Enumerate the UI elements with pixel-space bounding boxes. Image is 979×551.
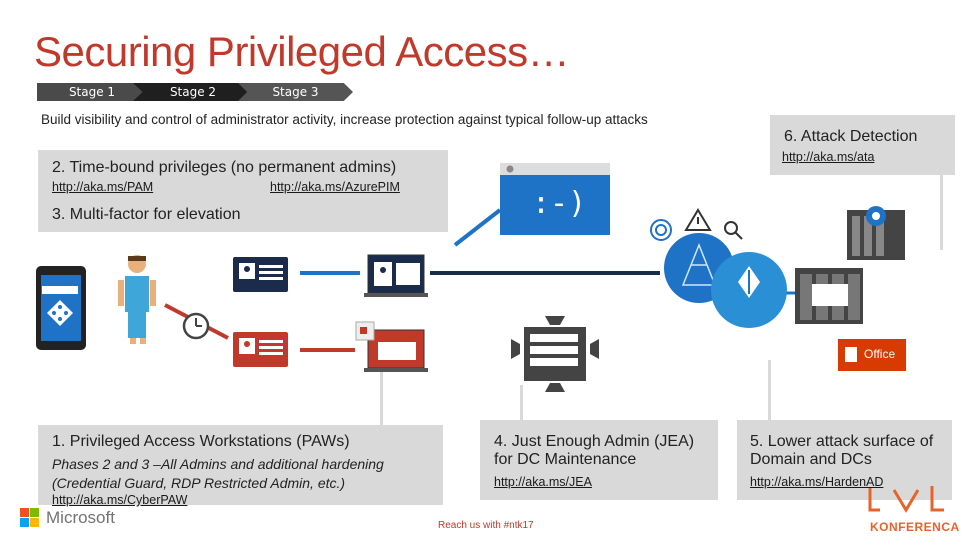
admin-person-icon [118,255,156,344]
box-paws [38,425,443,505]
jea-heading: 4. Just Enough Admin (JEA) for DC Mainte… [494,433,695,468]
time-bound-heading: 2. Time-bound privileges (no permanent a… [52,159,397,176]
ata-link[interactable]: http://aka.ms/ata [782,150,875,164]
attack-detection-heading: 6. Attack Detection [784,128,918,145]
connector-line [940,170,943,250]
office-label: Office [864,347,896,361]
box-attack-detection [770,115,955,175]
jea-control-icon [511,316,599,392]
magnifier-icon [724,221,743,240]
connector-line [768,360,771,420]
paws-description: Phases 2 and 3 –All Admins and additiona… [52,456,384,491]
stage-3-tab: Stage 3 [238,83,353,101]
box-jea [480,420,718,500]
jea-link[interactable]: http://aka.ms/JEA [494,475,592,489]
box-lower-attack [737,420,952,500]
cyberpaw-link[interactable]: http://aka.ms/CyberPAW [52,493,188,507]
lower-attack-heading: 5. Lower attack surface of Domain and DC… [750,433,934,468]
server-icon [847,206,905,260]
konferenca-logo-mark [868,486,944,513]
hardenad-link[interactable]: http://aka.ms/HardenAD [750,475,884,489]
azurepim-link[interactable]: http://aka.ms/AzurePIM [270,180,400,194]
microsoft-wordmark: Microsoft [46,508,115,527]
pam-link[interactable]: http://aka.ms/PAM [52,180,154,194]
laptop-red-icon [355,321,428,372]
clock-icon [164,303,229,340]
target-icon [650,219,672,241]
browser-window-icon [500,163,610,235]
connector-line [380,330,383,425]
laptop-navy-icon [364,254,428,297]
network-circle-icon [711,252,787,328]
connector-line [520,385,523,425]
paws-heading: 1. Privileged Access Workstations (PAWs) [52,433,350,450]
id-card-red-icon [233,332,288,367]
subtitle: Build visibility and control of administ… [41,112,648,127]
id-card-navy-icon [233,257,288,292]
stage-2-tab: Stage 2 [133,83,253,101]
server-rack-icon [795,268,863,324]
konferenca-wordmark: KONFERENCA [870,520,960,534]
box-time-bound-tab [38,150,438,190]
warning-icon [684,208,712,231]
multi-factor-heading: 3. Multi-factor for elevation [52,206,241,223]
page-title: Securing Privileged Access… [34,28,570,75]
reach-us-text: Reach us with #ntk17 [438,520,534,531]
smiley-label: :-) [532,186,587,221]
stage-1-tab: Stage 1 [37,83,147,101]
phone-icon [36,266,86,350]
